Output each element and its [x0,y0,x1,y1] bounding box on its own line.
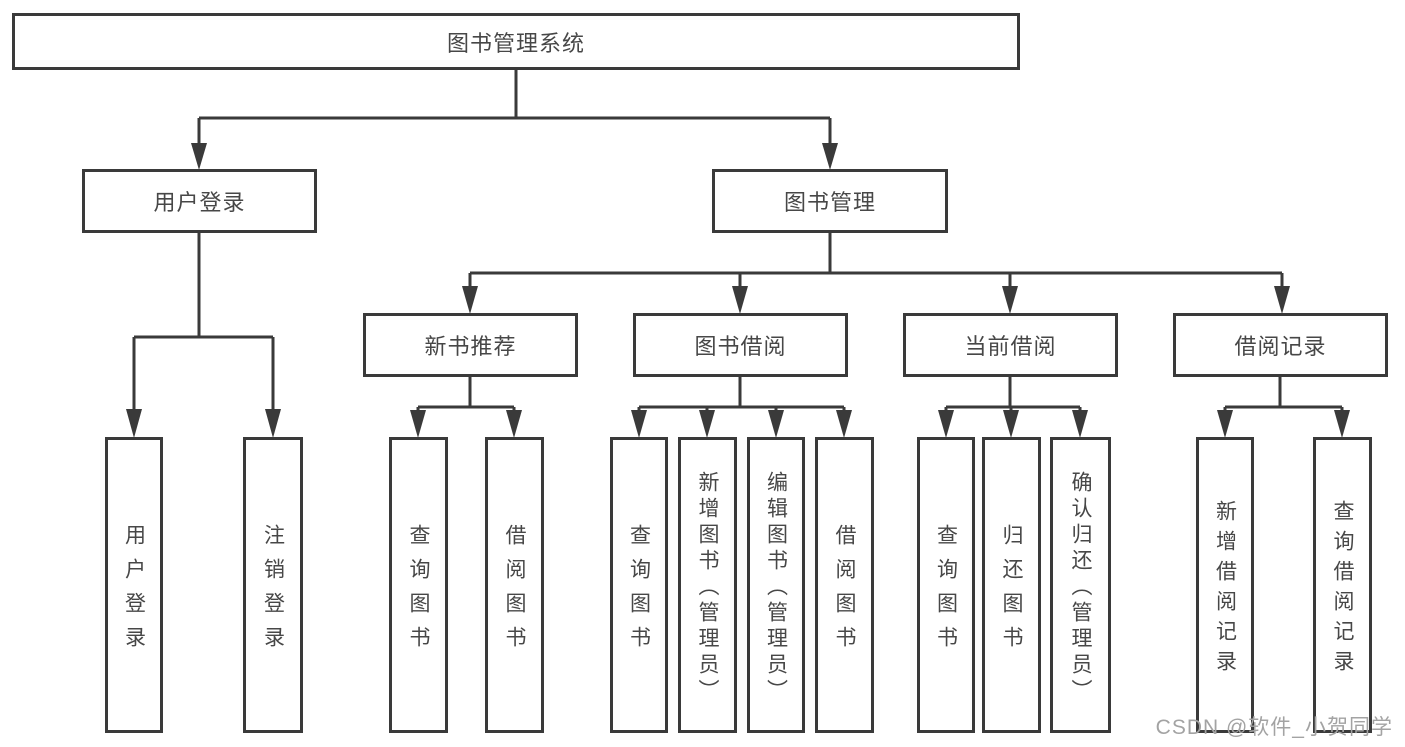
leaf-add-borrow-record: 新增借阅记录 [1196,437,1254,733]
leaf-user-login: 用户登录 [105,437,163,733]
node-borrowing-records: 借阅记录 [1173,313,1388,377]
leaf-query-books-borrowing: 查询图书 [610,437,668,733]
arrowheads [126,143,1350,438]
node-user-login: 用户登录 [82,169,317,233]
node-library-management-system: 图书管理系统 [12,13,1020,70]
leaf-borrow-books-recommend: 借阅图书 [485,437,544,733]
node-book-borrowing: 图书借阅 [633,313,848,377]
leaf-query-books-recommend: 查询图书 [389,437,448,733]
leaf-query-books-current: 查询图书 [917,437,975,733]
node-book-management: 图书管理 [712,169,948,233]
watermark-text: CSDN @软件_小贺同学 [1155,716,1393,739]
leaf-borrow-books: 借阅图书 [815,437,874,733]
node-current-borrowing: 当前借阅 [903,313,1118,377]
node-new-book-recommend: 新书推荐 [363,313,578,377]
leaf-return-books: 归还图书 [982,437,1041,733]
leaf-logout: 注销登录 [243,437,303,733]
leaf-confirm-return-admin: 确认归还（管理员） [1050,437,1111,733]
leaf-query-borrow-record: 查询借阅记录 [1313,437,1372,733]
leaf-edit-books-admin: 编辑图书（管理员） [747,437,805,733]
leaf-add-books-admin: 新增图书（管理员） [678,437,737,733]
